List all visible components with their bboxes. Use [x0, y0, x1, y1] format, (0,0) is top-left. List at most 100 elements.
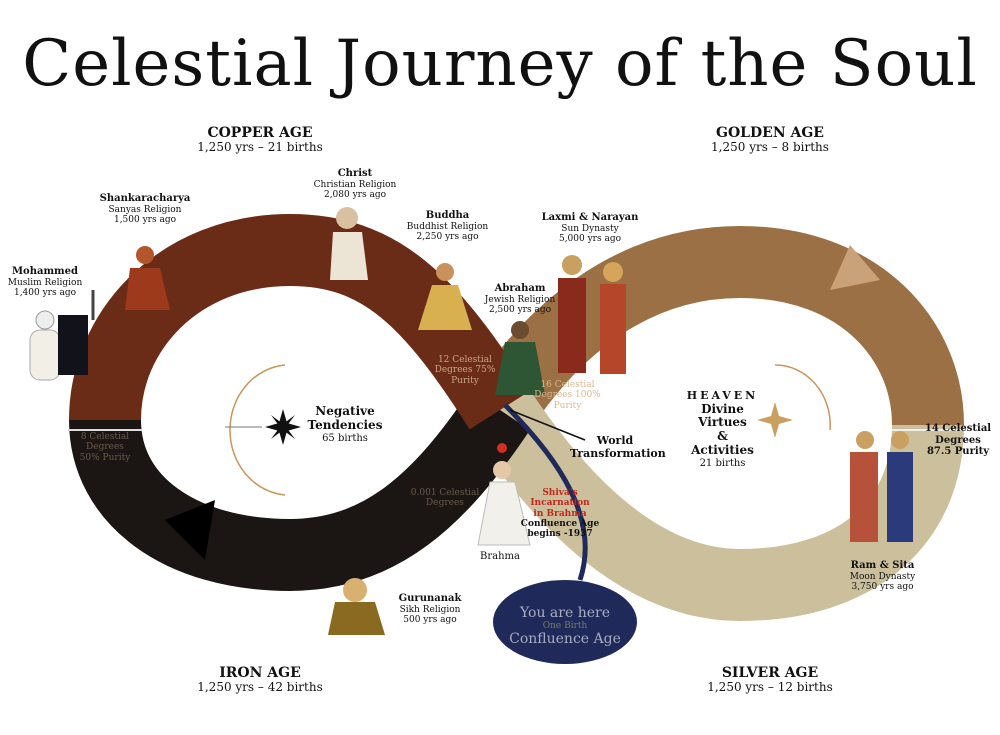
label: HEAVEN: [686, 389, 759, 402]
label: &: [717, 429, 728, 444]
star-icon: [265, 409, 301, 445]
figure-religion: Christian Religion: [313, 179, 397, 190]
births: 65 births: [322, 432, 368, 444]
age-name: COPPER AGE: [207, 125, 313, 141]
laxmi-narayan-figure: [558, 255, 626, 374]
buddha-figure: [418, 263, 472, 330]
degrees-line: Degrees: [86, 442, 124, 453]
label: World: [596, 434, 634, 447]
figure-date: 3,750 yrs ago: [851, 581, 914, 592]
degrees-line: Degrees 100%: [534, 390, 601, 401]
figure-religion: Jewish Religion: [484, 294, 556, 305]
label: Confluence Age: [509, 631, 621, 648]
figure-name: Gurunanak: [398, 593, 462, 604]
degrees-line: 50% Purity: [79, 452, 131, 463]
figure-name: Ram & Sita: [850, 560, 915, 571]
age-name: SILVER AGE: [721, 665, 819, 681]
heaven-cycle-arrow-icon: [774, 364, 831, 431]
degrees-line: Degrees 75%: [434, 365, 496, 376]
figure-name: Shankaracharya: [99, 193, 191, 204]
figure-religion: Moon Dynasty: [849, 571, 916, 582]
age-detail: 1,250 yrs – 12 births: [707, 680, 833, 695]
degrees-line: 12 Celestial: [437, 355, 493, 365]
age-detail: 1,250 yrs – 42 births: [197, 680, 323, 695]
figure-name: Abraham: [494, 283, 546, 294]
figure-religion: Sikh Religion: [399, 604, 461, 615]
births: 21 births: [699, 457, 746, 469]
golden-arrow-icon: [830, 245, 880, 290]
gurunanak-figure: [328, 578, 385, 635]
figure-name: Christ: [337, 168, 373, 179]
label: Tendencies: [307, 417, 383, 432]
you-are-here-bubble: [493, 580, 637, 664]
label: Activities: [691, 443, 754, 458]
mohammed-figure: [29, 290, 95, 381]
label: begins -1937: [527, 529, 593, 540]
age-name: IRON AGE: [219, 665, 301, 681]
iron-arrow-icon: [165, 500, 215, 560]
degrees-line: 14 Celestial: [924, 423, 992, 434]
age-detail: 1,250 yrs – 21 births: [197, 140, 323, 155]
label: Virtues: [698, 415, 747, 430]
degrees-line: Purity: [451, 375, 479, 386]
degrees-line: 87.5 Purity: [926, 446, 990, 457]
world-transformation-pointer: [509, 409, 586, 441]
figure-date: 2,500 yrs ago: [488, 304, 552, 315]
figure-date: 500 yrs ago: [403, 614, 457, 625]
shankaracharya-figure: [125, 246, 170, 310]
you-are-here-pointer: [503, 403, 588, 581]
age-name: GOLDEN AGE: [716, 125, 824, 141]
degrees-line: Degrees: [426, 498, 464, 509]
degrees-line: Degrees: [935, 434, 981, 446]
figure-religion: Sanyas Religion: [108, 204, 182, 215]
figure-date: 2,250 yrs ago: [416, 231, 479, 242]
degrees-line: 0.001 Celestial: [410, 488, 480, 498]
ram-sita-figure: [850, 431, 913, 542]
label: Transformation: [570, 446, 666, 460]
figure-name: Buddha: [425, 210, 470, 221]
figure-name: Mohammed: [11, 266, 78, 277]
label: Confluence Age: [520, 519, 600, 530]
label: Shiva's Incarnation: [530, 488, 590, 509]
negative-cycle-arrow-icon: [229, 364, 286, 496]
iron-age-band: [69, 389, 530, 592]
age-detail: 1,250 yrs – 8 births: [711, 140, 829, 155]
degrees-line: 16 Celestial: [540, 380, 595, 390]
figure-date: 1,400 yrs ago: [13, 287, 77, 298]
figure-name: Laxmi & Narayan: [541, 212, 639, 223]
figure-date: 5,000 yrs ago: [558, 233, 622, 244]
christ-figure: [330, 207, 368, 280]
label: Divine: [701, 401, 744, 416]
abraham-figure: [495, 321, 545, 395]
brahma-caption: Brahma: [480, 551, 520, 562]
figure-date: 2,080 yrs ago: [323, 189, 387, 200]
figure-religion: Sun Dynasty: [561, 223, 619, 234]
degrees-line: 8 Celestial: [80, 432, 130, 442]
figure-date: 1,500 yrs ago: [113, 214, 177, 225]
star-icon: [757, 402, 793, 438]
label: One Birth: [542, 621, 588, 632]
